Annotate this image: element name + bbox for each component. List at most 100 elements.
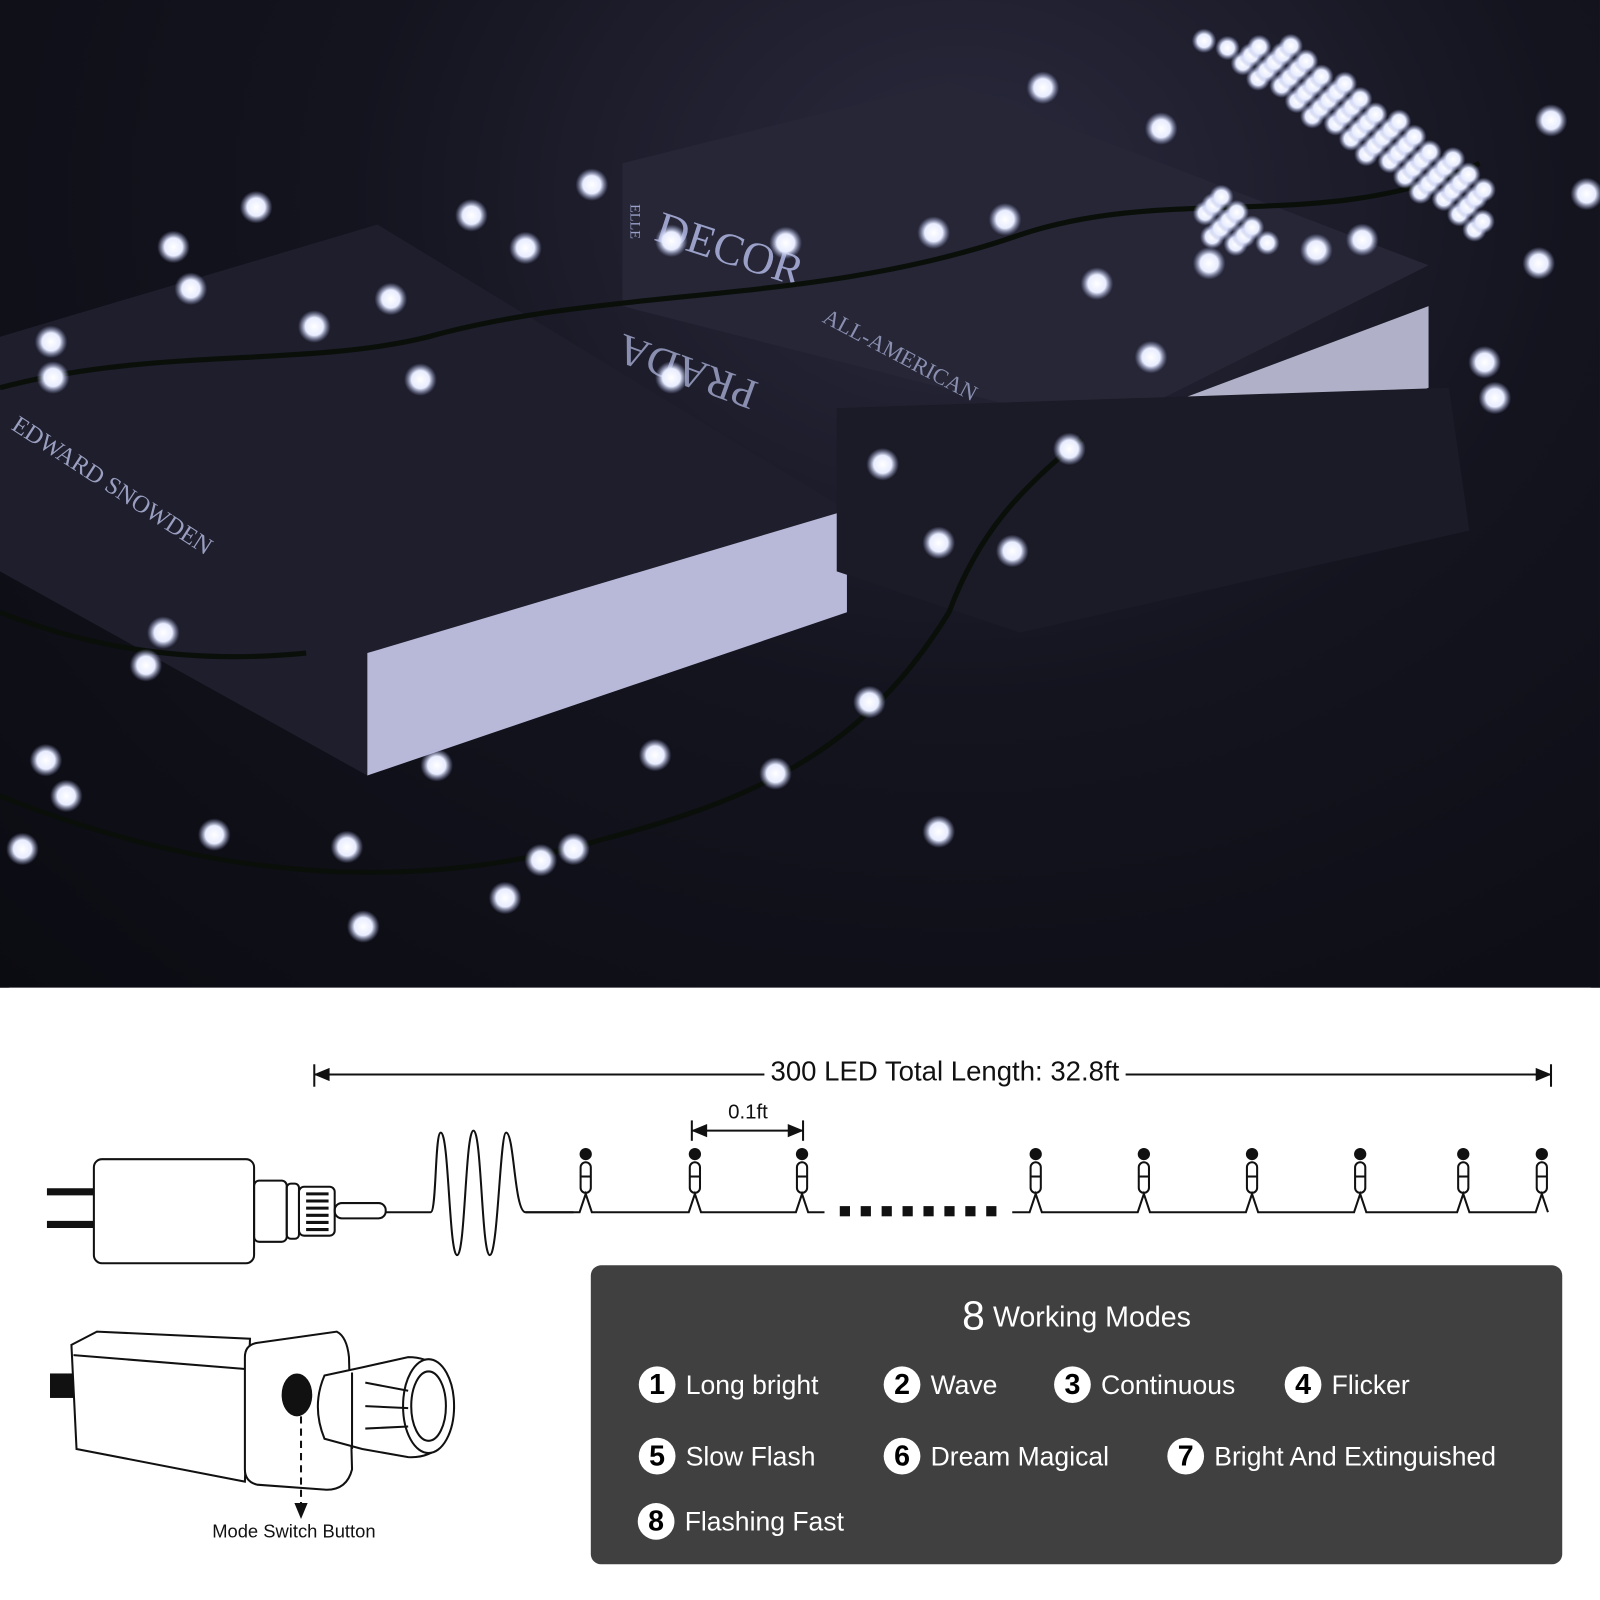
book-bottom bbox=[836, 387, 1470, 633]
mode-label: Wave bbox=[930, 1368, 998, 1400]
led-bulb bbox=[509, 231, 542, 265]
ellipsis-dot bbox=[923, 1206, 934, 1217]
number-badge: 6 bbox=[883, 1437, 921, 1475]
ellipsis-dot bbox=[965, 1206, 976, 1217]
led-bulb bbox=[34, 325, 68, 359]
mode-label: Continuous bbox=[1101, 1368, 1236, 1400]
diagram-bulb-tip bbox=[1535, 1147, 1548, 1161]
led-bulbs bbox=[6, 28, 1600, 943]
led-bulb bbox=[455, 198, 488, 232]
power-adapter-drawing bbox=[46, 1158, 387, 1265]
number-badge: 5 bbox=[638, 1437, 676, 1475]
book-right bbox=[622, 81, 1429, 429]
diagram-bulb-tip bbox=[1137, 1147, 1150, 1161]
led-bulb bbox=[1417, 139, 1442, 165]
led-bulb bbox=[1026, 71, 1060, 105]
ellipsis-dot bbox=[902, 1206, 913, 1217]
ellipsis-dot bbox=[881, 1206, 892, 1217]
led-bulb bbox=[197, 818, 231, 852]
modes-count: 8 bbox=[962, 1293, 985, 1339]
led-bulb bbox=[922, 526, 956, 560]
number-badge: 1 bbox=[638, 1366, 676, 1404]
ellipsis-dots bbox=[839, 1206, 997, 1217]
diagram-bulb-tip bbox=[688, 1147, 702, 1161]
mode-label: Bright And Extinguished bbox=[1214, 1440, 1496, 1471]
led-bulb bbox=[420, 748, 454, 782]
product-photo: DECOR ALL-AMERICAN EDWARD SNOWDEN PRADA … bbox=[0, 0, 1600, 988]
led-bulb bbox=[1224, 199, 1249, 225]
book-text-elle: ELLE bbox=[627, 204, 643, 239]
mode-label: Flashing Fast bbox=[684, 1505, 844, 1537]
led-bulb bbox=[1215, 35, 1240, 61]
book-left-edge bbox=[367, 510, 847, 776]
led-bulb bbox=[239, 190, 273, 224]
led-bulb bbox=[922, 815, 956, 848]
led-string-drawing bbox=[525, 1147, 1549, 1214]
led-bulb bbox=[655, 224, 688, 258]
led-bulb bbox=[1209, 184, 1234, 210]
led-bulb bbox=[524, 843, 558, 877]
spacing-label: 0.1ft bbox=[721, 1101, 774, 1125]
diagram-bulb-tip bbox=[1354, 1147, 1367, 1161]
led-bulb bbox=[1255, 230, 1280, 256]
led-bulb bbox=[557, 832, 590, 866]
led-bulb bbox=[1239, 215, 1265, 240]
diagram-wire bbox=[525, 1190, 1549, 1214]
led-bulb bbox=[297, 310, 331, 343]
led-bulb bbox=[1278, 33, 1304, 59]
led-bulb bbox=[917, 216, 950, 249]
led-bulb bbox=[1246, 34, 1272, 60]
led-bulb bbox=[374, 282, 408, 316]
led-bulb bbox=[1345, 223, 1379, 257]
led-bulb bbox=[655, 361, 688, 394]
led-bulb bbox=[988, 203, 1022, 236]
led-bulb bbox=[759, 757, 792, 790]
led-bulb bbox=[1192, 246, 1226, 280]
led-bulb bbox=[1293, 48, 1319, 74]
photo-scene: DECOR ALL-AMERICAN EDWARD SNOWDEN PRADA … bbox=[0, 28, 1600, 943]
led-bulb bbox=[1534, 104, 1568, 137]
mode-switch-caption: Mode Switch Button bbox=[212, 1521, 376, 1542]
led-bulb bbox=[404, 363, 437, 396]
led-bulb bbox=[1456, 162, 1481, 187]
led-bulb bbox=[1299, 233, 1333, 267]
number-badge: 8 bbox=[637, 1503, 675, 1540]
led-bulb bbox=[29, 743, 63, 777]
led-bulb bbox=[1191, 28, 1217, 54]
led-bulb bbox=[1080, 267, 1114, 300]
led-bulb bbox=[488, 881, 522, 915]
led-bulb bbox=[1134, 340, 1168, 374]
mode-label: Flicker bbox=[1331, 1368, 1410, 1400]
mode-item-6: 6 Dream Magical bbox=[883, 1437, 1109, 1475]
led-bulb bbox=[1440, 146, 1466, 172]
spacing-dimension bbox=[690, 1120, 805, 1141]
led-bulb bbox=[1470, 209, 1495, 234]
diagram-bulb-tip bbox=[1245, 1147, 1259, 1161]
led-bulb bbox=[1363, 102, 1388, 127]
led-bulb bbox=[1402, 124, 1427, 149]
led-bulb bbox=[1522, 246, 1556, 280]
led-bulb bbox=[769, 226, 803, 260]
led-bulb bbox=[330, 830, 364, 864]
led-bulb bbox=[1309, 64, 1334, 89]
led-bulb bbox=[866, 447, 899, 481]
ellipsis-dot bbox=[839, 1206, 850, 1217]
diagram-bulb-tip bbox=[1457, 1147, 1470, 1161]
ellipsis-dot bbox=[860, 1206, 871, 1217]
led-bulb bbox=[1468, 345, 1502, 379]
led-bulb bbox=[146, 616, 180, 649]
led-bulb bbox=[853, 685, 886, 719]
ellipsis-dot bbox=[944, 1206, 955, 1217]
led-bulb bbox=[1144, 112, 1178, 145]
led-bulb bbox=[174, 272, 208, 306]
mode-label: Dream Magical bbox=[930, 1440, 1109, 1471]
led-bulb bbox=[1570, 177, 1600, 211]
led-bulb bbox=[1332, 71, 1358, 96]
led-bulb bbox=[49, 779, 83, 813]
